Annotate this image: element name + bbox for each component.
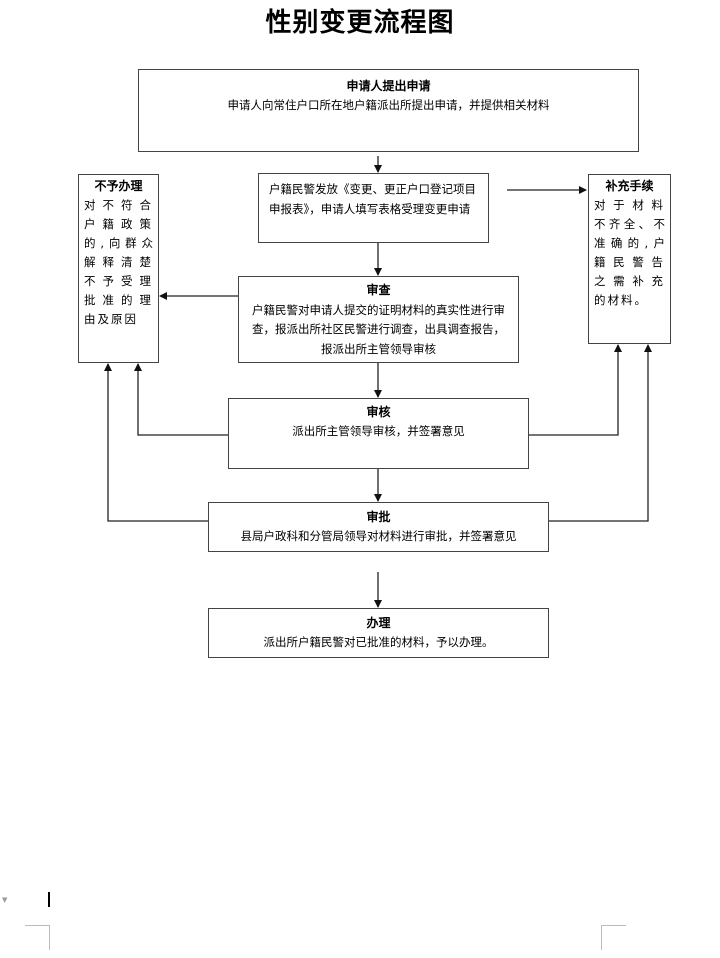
node-supplement-line: 对于材料 xyxy=(594,198,665,212)
node-reject-line: 由及原因 xyxy=(84,312,138,326)
node-apply: 申请人提出申请 申请人向常住户口所在地户籍派出所提出申请，并提供相关材料 xyxy=(138,69,639,152)
page-title: 性别变更流程图 xyxy=(265,8,455,38)
node-supplement-heading: 补充手续 xyxy=(605,179,654,193)
edge-approve-supplement xyxy=(548,344,652,522)
node-supplement-line: 籍民警告 xyxy=(594,255,665,269)
crop-mark-right xyxy=(601,925,626,950)
node-review-heading: 审查 xyxy=(366,283,391,297)
node-form: 户籍民警发放《变更、更正户口登记项目申报表》，申请人填写表格受理变更申请 xyxy=(258,173,489,243)
node-review: 审查 户籍民警对申请人提交的证明材料的真实性进行审查，报派出所社区民警进行调查，… xyxy=(238,276,519,363)
node-process: 办理 派出所户籍民警对已批准的材料，予以办理。 xyxy=(208,608,549,658)
paragraph-mark-icon: ▼ xyxy=(2,896,8,904)
node-process-text: 派出所户籍民警对已批准的材料，予以办理。 xyxy=(263,635,494,649)
edge-audit-reject xyxy=(134,363,228,436)
node-reject-line: 批准的理 xyxy=(84,293,153,307)
node-audit: 审核 派出所主管领导审核，并签署意见 xyxy=(228,398,529,469)
node-approve-text: 县局户政科和分管局领导对材料进行审批，并签署意见 xyxy=(240,529,517,543)
edge-approve-reject xyxy=(104,363,208,522)
node-approve: 审批 县局户政科和分管局领导对材料进行审批，并签署意见 xyxy=(208,502,549,552)
node-reject: 不予办理 对不符合 户籍政策 的,向群众 解释清楚 不予受理 批准的理 由及原因 xyxy=(78,174,159,363)
node-reject-line: 的,向群众 xyxy=(84,236,153,250)
node-apply-text: 申请人向常住户口所在地户籍派出所提出申请，并提供相关材料 xyxy=(227,98,550,112)
node-apply-heading: 申请人提出申请 xyxy=(346,79,431,93)
crop-mark-left xyxy=(25,925,50,950)
node-audit-text: 派出所主管领导审核，并签署意见 xyxy=(292,424,465,438)
node-reject-line: 户籍政策 xyxy=(84,217,153,231)
node-reject-heading: 不予办理 xyxy=(94,179,143,193)
node-reject-line: 不予受理 xyxy=(84,274,153,288)
node-supplement: 补充手续 对于材料 不齐全、不 准确的,户 籍民警告 之需补充 的材料。 xyxy=(588,174,671,344)
node-supplement-line: 不齐全、不 xyxy=(594,217,665,231)
node-review-text: 户籍民警对申请人提交的证明材料的真实性进行审查，报派出所社区民警进行调查，出具调… xyxy=(252,302,505,356)
node-form-text: 户籍民警发放《变更、更正户口登记项目申报表》，申请人填写表格受理变更申请 xyxy=(269,182,476,216)
node-process-heading: 办理 xyxy=(366,616,391,630)
node-reject-line: 解释清楚 xyxy=(84,255,153,269)
edge-audit-supplement xyxy=(528,344,622,436)
text-cursor xyxy=(48,892,50,907)
node-supplement-line: 准确的,户 xyxy=(594,236,665,250)
node-approve-heading: 审批 xyxy=(366,510,391,524)
node-supplement-line: 之需补充 xyxy=(594,274,665,288)
node-reject-line: 对不符合 xyxy=(84,198,153,212)
node-audit-heading: 审核 xyxy=(366,405,391,419)
node-supplement-line: 的材料。 xyxy=(594,293,648,307)
